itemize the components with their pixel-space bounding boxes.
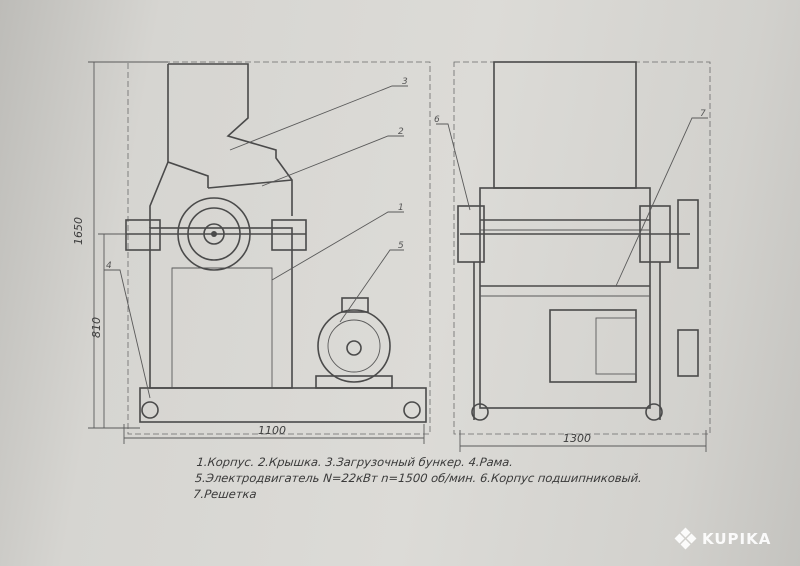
front-motor [549,309,637,383]
housing-body [149,227,293,389]
front-pulley-top [677,199,699,269]
front-view-extent [453,61,711,435]
cover-left [149,161,169,228]
front-wheel-left [471,403,489,421]
front-hopper [493,61,637,189]
motor-mount [315,375,393,389]
leader-1 [271,211,404,281]
legend-line-2: 5.Электродвигатель N=22кВт n=1500 об/мин… [194,471,643,485]
dim-1300: 1300 [563,432,591,445]
hopper-outline [168,63,293,216]
base-wheel-right [403,401,421,419]
housing-inner [171,267,273,389]
legend-line-3: 7.Решетка [192,487,258,501]
legend-line-1: 1.Корпус. 2.Крышка. 3.Загрузочный бункер… [195,455,514,469]
callout-2: 2 [398,127,404,137]
callout-3: 3 [402,77,408,87]
bearing-right [271,219,307,251]
hopper-left [167,64,209,188]
dim-810: 810 [90,317,103,338]
watermark-text: KUPIKA [702,530,772,548]
base-wheel-left [141,401,159,419]
motor-ring [327,319,381,373]
leader-7 [615,117,708,287]
leader-5 [339,249,404,323]
dim-1650: 1650 [72,217,85,245]
callout-6: 6 [434,115,440,125]
leader-3 [229,85,408,151]
side-view-extent [127,61,431,435]
callout-7: 7 [700,109,706,119]
front-housing [479,187,651,409]
side-view [88,61,431,444]
callout-1: 1 [398,203,404,213]
motor-body [317,309,391,383]
front-bearing-left [457,205,485,263]
front-motor-fins [595,317,637,375]
leader-4 [104,269,151,399]
leader-2 [261,135,404,187]
bearing-left [125,219,161,251]
kupika-logo-icon [674,527,697,550]
parts-legend: 1.Корпус. 2.Крышка. 3.Загрузочный бункер… [192,454,657,502]
motor-shaft [346,340,362,356]
base-frame [139,387,427,423]
cover-top [207,179,293,189]
callout-4: 4 [106,261,112,271]
front-pulley-bottom [677,329,699,377]
motor-terminal-box [341,297,369,313]
front-wheel-right [645,403,663,421]
leader-6 [436,123,471,211]
callout-5: 5 [398,241,404,251]
kupika-watermark: KUPIKA [674,527,772,550]
dim-1100: 1100 [258,424,286,437]
front-view [436,61,711,452]
